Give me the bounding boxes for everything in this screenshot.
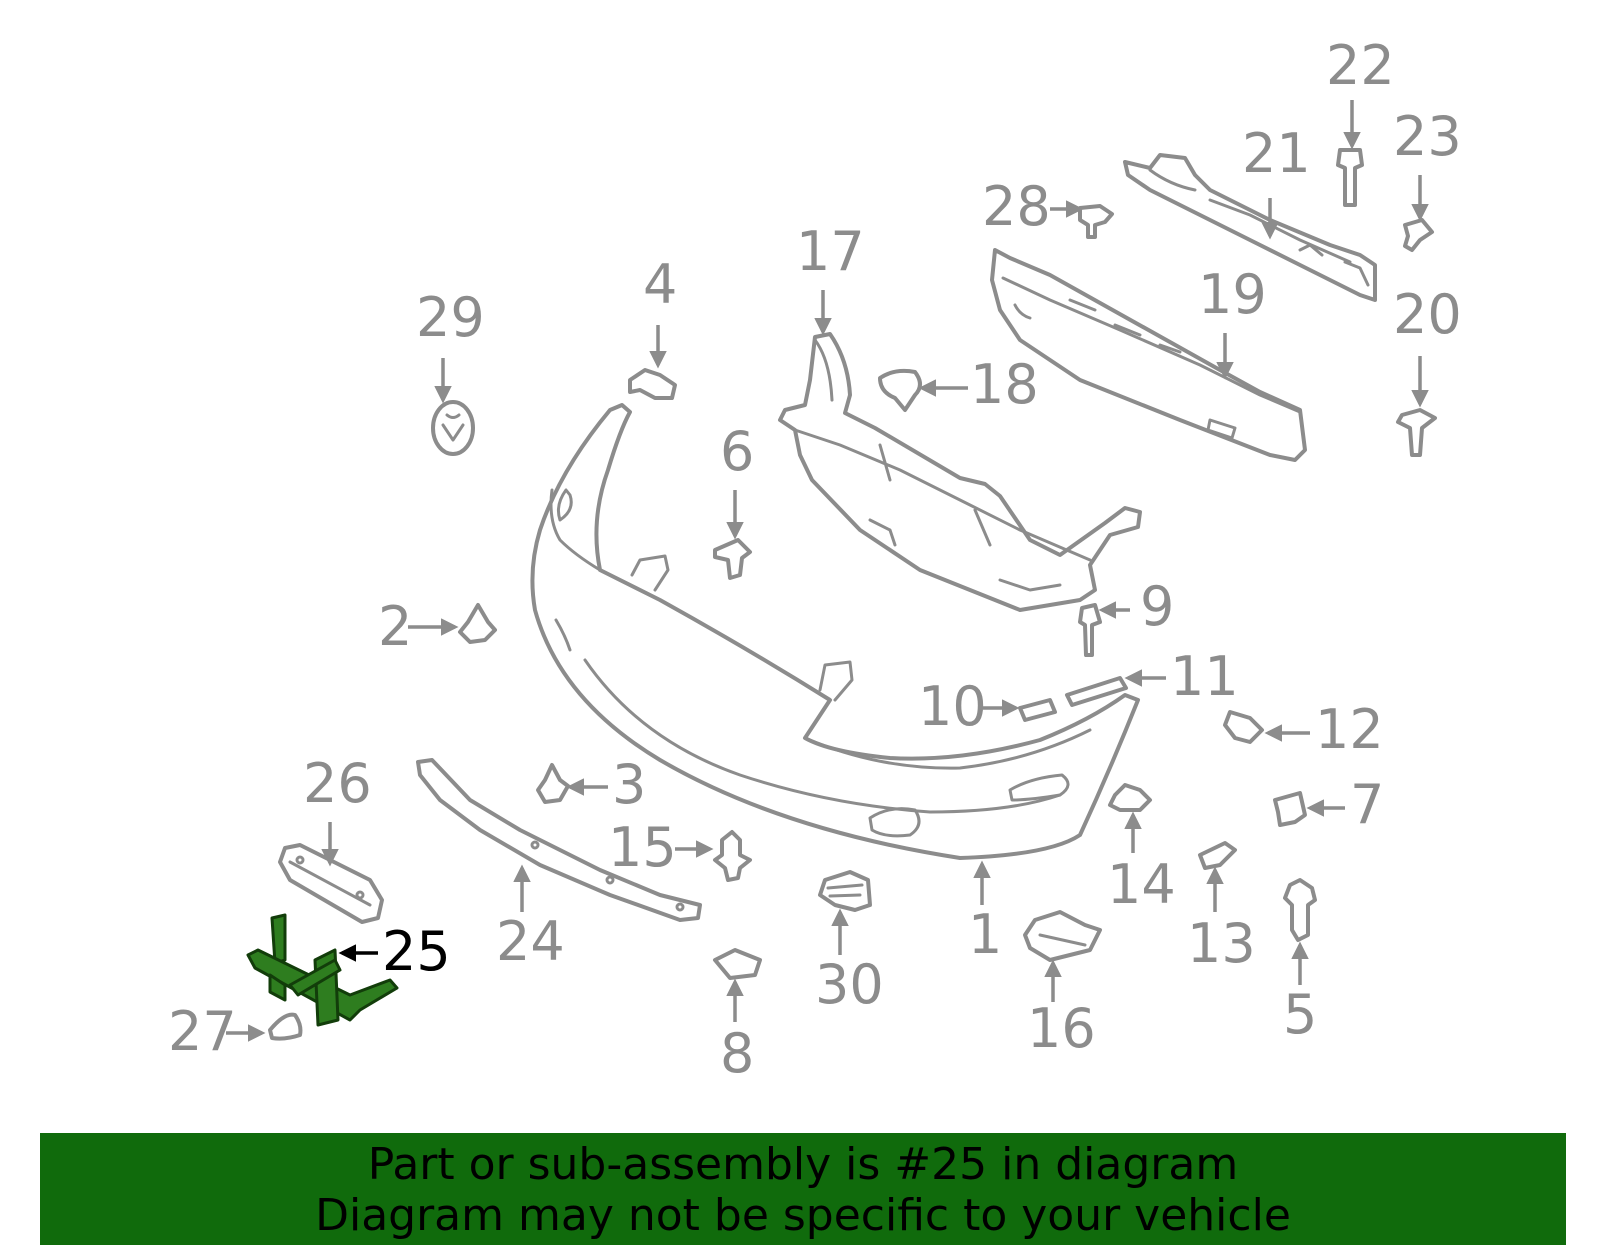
callout-10: 10 — [918, 675, 987, 738]
part-30-grommet[interactable] — [818, 870, 872, 912]
parts-diagram: 22 23 21 28 19 20 17 18 4 29 6 2 9 10 11… — [168, 34, 1462, 1085]
callout-26: 26 — [303, 752, 372, 815]
part-11-pad[interactable] — [1065, 676, 1128, 707]
info-banner: Part or sub-assembly is #25 in diagram D… — [40, 1133, 1566, 1245]
callout-23: 23 — [1393, 105, 1462, 168]
callout-18: 18 — [970, 353, 1039, 416]
callout-24: 24 — [496, 910, 565, 973]
callout-14: 14 — [1107, 853, 1176, 916]
part-9-bolt[interactable] — [1078, 603, 1102, 657]
part-8-clip[interactable] — [713, 948, 762, 980]
part-18-clip[interactable] — [878, 368, 922, 412]
part-1-bumper-cover[interactable] — [530, 403, 1140, 860]
part-20-bolt[interactable] — [1396, 408, 1437, 457]
part-2-clip[interactable] — [458, 603, 497, 644]
callout-29: 29 — [416, 286, 485, 349]
callout-7: 7 — [1350, 773, 1384, 836]
part-5-clip[interactable] — [1283, 878, 1317, 942]
part-27-cap[interactable] — [268, 1012, 303, 1041]
part-28-screw[interactable] — [1078, 204, 1114, 239]
callout-19: 19 — [1198, 263, 1267, 326]
callout-3: 3 — [612, 753, 646, 816]
callout-12: 12 — [1315, 698, 1384, 761]
part-21-reinforcement[interactable] — [1123, 153, 1377, 302]
callout-11: 11 — [1170, 645, 1239, 708]
callout-2: 2 — [378, 595, 412, 658]
callout-4: 4 — [643, 253, 677, 316]
part-16-bracket[interactable] — [1023, 910, 1102, 962]
banner-line-1: Part or sub-assembly is #25 in diagram — [367, 1139, 1239, 1190]
callout-5: 5 — [1283, 983, 1317, 1046]
part-6-clip[interactable] — [713, 538, 752, 580]
callout-8: 8 — [720, 1022, 754, 1085]
part-13-clip[interactable] — [1198, 841, 1237, 870]
part-12-clip[interactable] — [1223, 710, 1264, 744]
callout-27: 27 — [168, 1000, 237, 1063]
part-22-bolt[interactable] — [1336, 148, 1364, 207]
part-29-emblem[interactable] — [431, 400, 475, 456]
callout-6: 6 — [720, 420, 754, 483]
callout-30: 30 — [815, 953, 884, 1016]
callout-arrows — [226, 100, 1429, 1042]
part-19-energy-absorber[interactable] — [990, 248, 1307, 462]
part-4-clip[interactable] — [628, 368, 677, 400]
callout-25-highlighted: 25 — [382, 920, 451, 983]
banner-line-2: Diagram may not be specific to your vehi… — [315, 1190, 1291, 1241]
callout-13: 13 — [1187, 912, 1256, 975]
part-10-pad[interactable] — [1018, 698, 1057, 722]
callout-20: 20 — [1393, 283, 1462, 346]
part-25-support-bracket[interactable] — [246, 913, 399, 1027]
callout-17: 17 — [796, 220, 865, 283]
callout-labels: 22 23 21 28 19 20 17 18 4 29 6 2 9 10 11… — [168, 34, 1462, 1085]
part-3-clip[interactable] — [536, 763, 570, 804]
part-14-clip[interactable] — [1108, 783, 1152, 812]
part-15-clip[interactable] — [713, 830, 752, 882]
callout-22: 22 — [1326, 34, 1395, 97]
part-17-bumper-support[interactable] — [778, 332, 1142, 612]
part-24-lower-molding[interactable] — [416, 758, 702, 922]
callout-16: 16 — [1027, 997, 1096, 1060]
callout-28: 28 — [982, 175, 1051, 238]
callout-21: 21 — [1242, 122, 1311, 185]
callout-9: 9 — [1140, 575, 1174, 638]
callout-1: 1 — [968, 903, 1002, 966]
part-7-clip[interactable] — [1273, 791, 1307, 827]
part-23-screw[interactable] — [1403, 218, 1434, 252]
callout-15: 15 — [608, 816, 677, 879]
